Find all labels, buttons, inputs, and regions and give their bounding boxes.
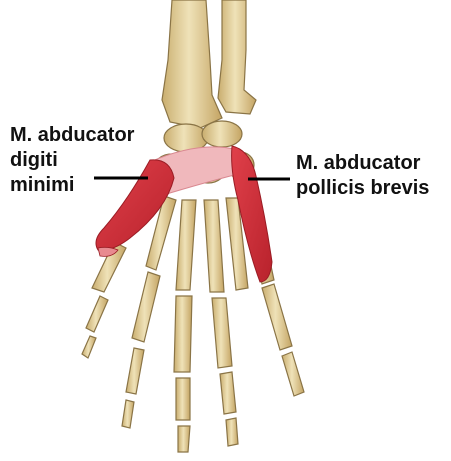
label-line: minimi [10, 173, 134, 198]
label-line: M. abducator [296, 151, 429, 176]
abductor-pollicis-brevis-label: M. abducator pollicis brevis [296, 151, 429, 201]
forearm-bones [162, 0, 256, 128]
label-line: digiti [10, 148, 134, 173]
abductor-digiti-minimi-label: M. abducator digiti minimi [10, 123, 134, 198]
radius-bone [162, 0, 222, 128]
ulna-bone [218, 0, 256, 114]
label-line: pollicis brevis [296, 176, 429, 201]
label-line: M. abducator [10, 123, 134, 148]
